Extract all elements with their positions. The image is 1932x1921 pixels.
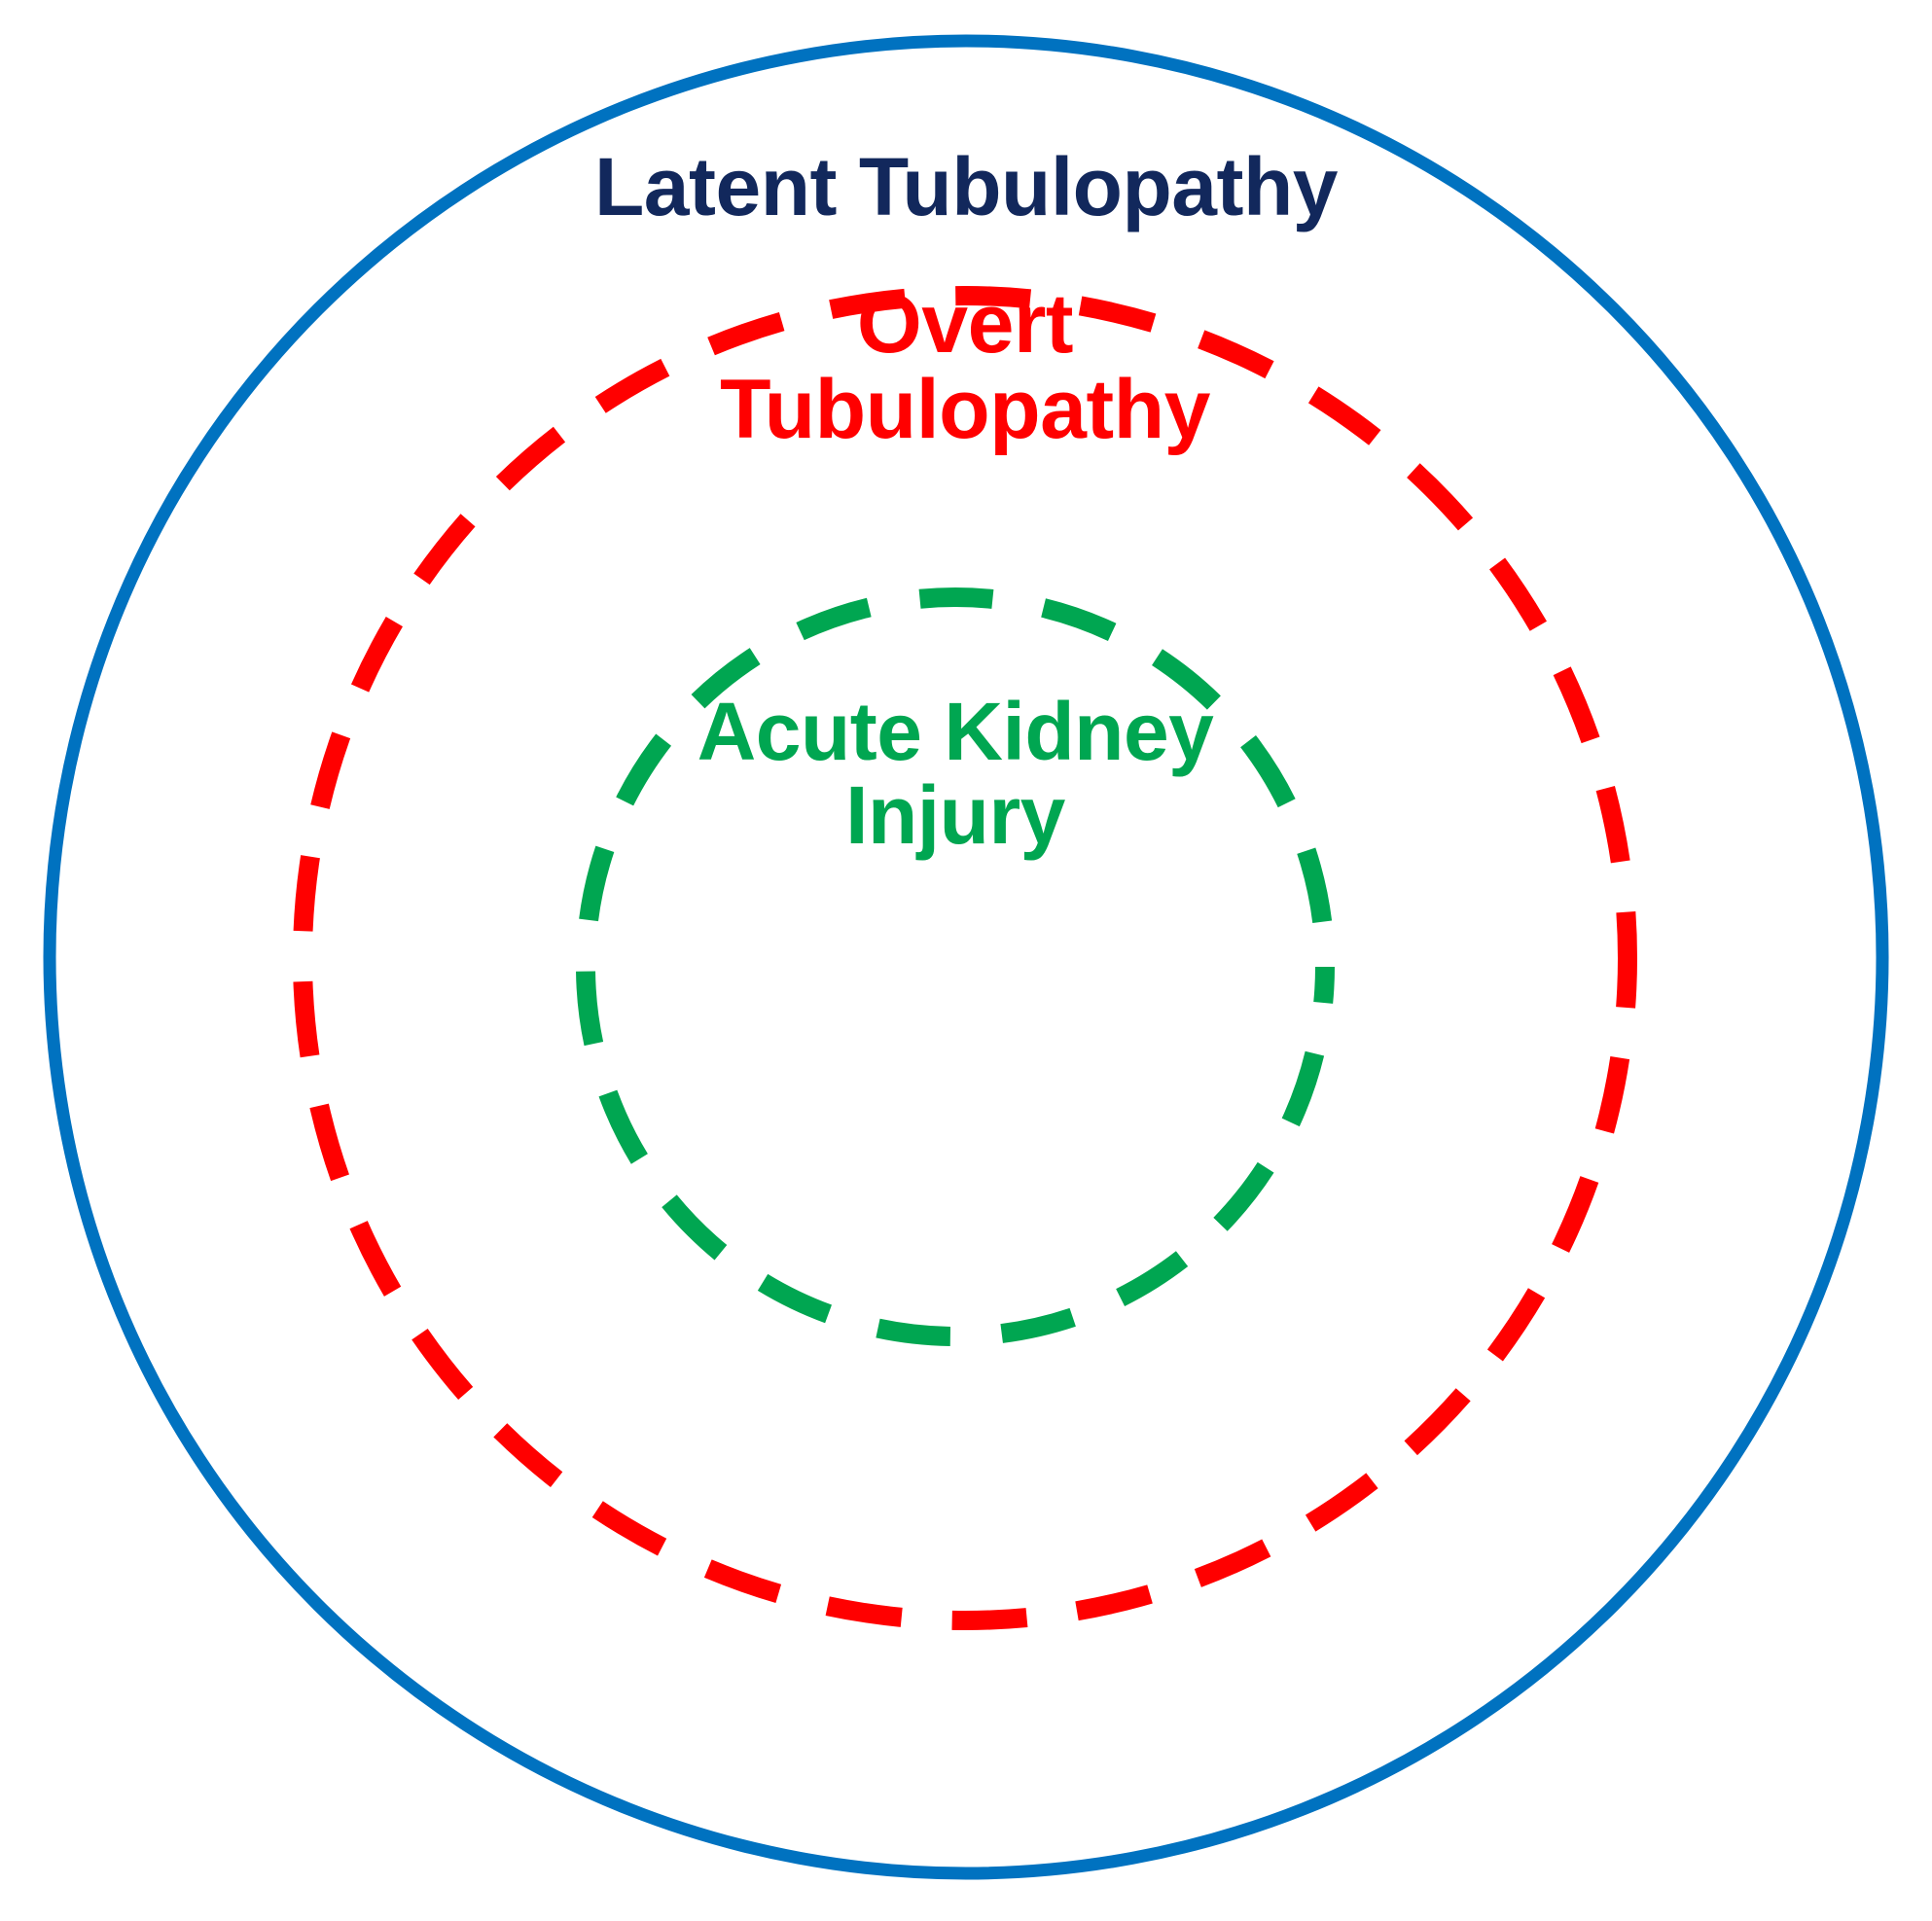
overt-tubulopathy-circle [293,286,1637,1630]
latent-tubulopathy-circle [43,34,1889,1880]
latent-tubulopathy-label: Latent Tubulopathy [593,141,1339,232]
overt-tubulopathy-label: Overt Tubulopathy [719,277,1211,456]
acute-kidney-injury-circle [576,587,1335,1346]
acute-kidney-injury-label: Acute Kidney Injury [697,686,1214,861]
